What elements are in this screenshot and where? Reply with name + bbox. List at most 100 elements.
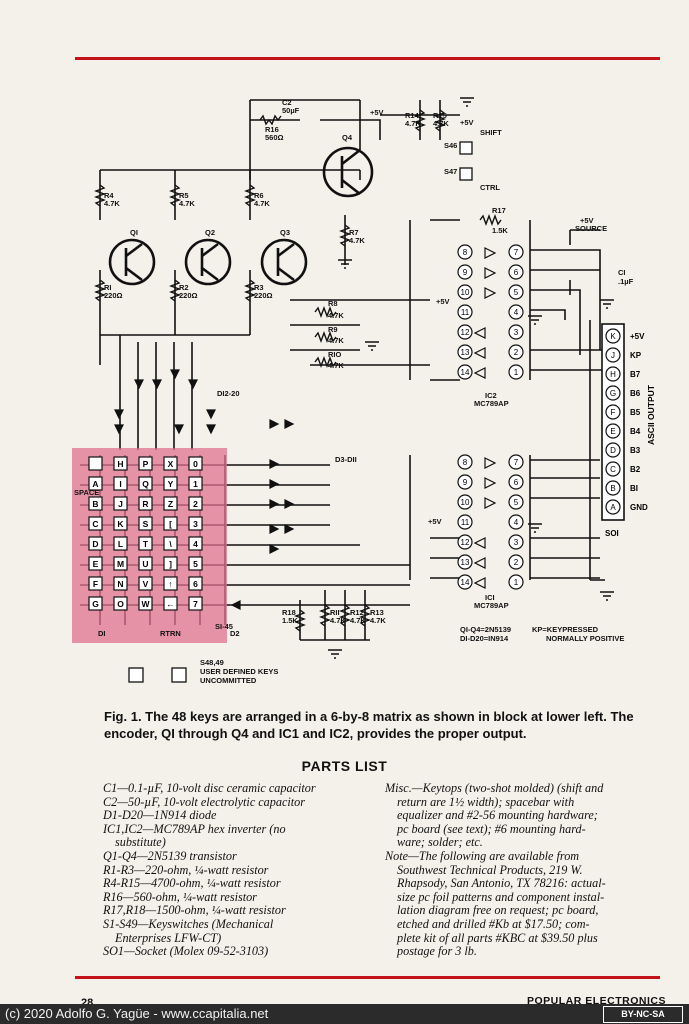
transistor-q2 bbox=[184, 238, 232, 286]
key-label: 3 bbox=[193, 519, 198, 529]
key-label: H bbox=[117, 459, 123, 469]
label-notes-line2: DI-D20=IN914 bbox=[460, 634, 509, 643]
key-label: G bbox=[92, 599, 99, 609]
label-q2: Q2 bbox=[205, 228, 215, 237]
label-space: SPACE bbox=[74, 488, 99, 497]
switch-icons bbox=[128, 141, 473, 683]
label-r10: RIO bbox=[328, 350, 342, 359]
label-r12: R12 bbox=[350, 608, 364, 617]
key-label: M bbox=[117, 559, 124, 569]
socket-label-b6: B6 bbox=[630, 389, 641, 398]
label-c1-value: .1µF bbox=[618, 277, 634, 286]
key-switch-icon bbox=[188, 516, 203, 531]
key-label: ↑ bbox=[168, 579, 172, 589]
top-rule bbox=[75, 57, 660, 60]
label-uncommitted: UNCOMMITTED bbox=[200, 676, 257, 685]
label-r13: R13 bbox=[370, 608, 384, 617]
s48-switch-icon bbox=[128, 667, 144, 683]
label-r14-value: 4.7K bbox=[405, 119, 421, 128]
credit-bar bbox=[0, 1004, 689, 1024]
key-label: ← bbox=[166, 599, 175, 609]
key-label: ] bbox=[169, 559, 172, 569]
s47-switch-icon bbox=[459, 167, 473, 181]
label-s47: S47 bbox=[444, 167, 457, 176]
credit-text[interactable]: (c) 2020 Adolfo G. Yagüe - www.ccapitali… bbox=[5, 1006, 269, 1021]
ic2-pin-14: 14 bbox=[461, 368, 470, 377]
socket-pin-e: E bbox=[610, 427, 615, 436]
socket-label-gnd: GND bbox=[630, 503, 648, 512]
ic2-pin-3: 3 bbox=[514, 328, 519, 337]
key-switch-icon bbox=[88, 496, 103, 511]
socket-pins: K J H G F E D C B A bbox=[605, 328, 621, 515]
label-r9-value: 4.7K bbox=[328, 336, 344, 345]
socket-label-b5: B5 bbox=[630, 408, 641, 417]
note-line: etched and drilled #Kb at $17.50; com- bbox=[397, 916, 590, 931]
misc-line: pc board (see text); #6 mounting hard- bbox=[397, 821, 586, 836]
key-switch-icon bbox=[188, 476, 203, 491]
key-label: Q bbox=[142, 479, 149, 489]
socket-pin-c: C bbox=[610, 465, 616, 474]
key-switch-icon bbox=[188, 556, 203, 571]
key-label: O bbox=[117, 599, 124, 609]
socket-label-b4: B4 bbox=[630, 427, 641, 436]
misc-line: equalizer and #2-56 mounting hardware; bbox=[397, 808, 598, 823]
parts-item: R4-R15—4700-ohm, ¼-watt resistor bbox=[103, 876, 281, 891]
parts-item: S1-S49—Keyswitches (Mechanical bbox=[103, 916, 274, 931]
key-switch-icon bbox=[138, 476, 153, 491]
label-r14: R14 bbox=[405, 111, 420, 120]
ic-inverters bbox=[473, 247, 497, 589]
key-switch-icon bbox=[88, 556, 103, 571]
key-switch-icon bbox=[188, 456, 203, 471]
ic1-pin-6: 6 bbox=[514, 478, 519, 487]
label-s48-49: S48,49 bbox=[200, 658, 224, 667]
label-notes-line1: QI-Q4=2N5139 bbox=[460, 625, 511, 634]
key-label: Z bbox=[168, 499, 173, 509]
parts-item: R16—560-ohm, ¼-watt resistor bbox=[103, 889, 257, 904]
label-r11-value: 4.7K bbox=[330, 616, 346, 625]
key-switch-icon bbox=[113, 496, 128, 511]
label-r3: R3 bbox=[254, 283, 264, 292]
socket-pin-d: D bbox=[610, 446, 616, 455]
label-r11: RII bbox=[330, 608, 340, 617]
key-switch-icon bbox=[138, 556, 153, 571]
s49-switch-icon bbox=[171, 667, 187, 683]
key-switch-icon bbox=[138, 496, 153, 511]
socket-pin-j: J bbox=[611, 351, 615, 360]
label-r12-value: 4.7K bbox=[350, 616, 366, 625]
key-label: D bbox=[92, 539, 98, 549]
key-switch-icon bbox=[113, 456, 128, 471]
label-d1: DI bbox=[98, 629, 106, 638]
key-switch-icon bbox=[163, 576, 178, 591]
label-source: SOURCE bbox=[575, 224, 607, 233]
label-d3-d11: D3-DII bbox=[335, 455, 357, 464]
label-r4-value: 4.7K bbox=[104, 199, 120, 208]
key-switch-icon bbox=[138, 516, 153, 531]
key-label: E bbox=[93, 559, 99, 569]
label-r1-value: 220Ω bbox=[104, 291, 123, 300]
key-label: R bbox=[142, 499, 148, 509]
parts-item-continued: Enterprises LFW-CT) bbox=[115, 930, 222, 945]
label-c1: CI bbox=[618, 268, 626, 277]
key-label: 1 bbox=[193, 479, 198, 489]
license-badge[interactable]: BY-NC-SA bbox=[603, 1006, 683, 1023]
label-r17: R17 bbox=[492, 206, 506, 215]
label-r6: R6 bbox=[254, 191, 264, 200]
key-switch-icon bbox=[163, 556, 178, 571]
ic1-pin-5: 5 bbox=[514, 498, 519, 507]
label-r15: R15 bbox=[433, 111, 447, 120]
note-line: postage for 3 lb. bbox=[397, 944, 477, 959]
parts-item: R17,R18—1500-ohm, ¼-watt resistor bbox=[103, 903, 286, 918]
key-switch-icon bbox=[88, 516, 103, 531]
ic2-pin-8: 8 bbox=[463, 248, 468, 257]
key-switch-icon bbox=[163, 596, 178, 611]
key-switch-icon bbox=[113, 536, 128, 551]
label-c2-value: 50µF bbox=[282, 106, 300, 115]
label-q3: Q3 bbox=[280, 228, 290, 237]
key-label: I bbox=[119, 479, 121, 489]
parts-item: Q1-Q4—2N5139 transistor bbox=[103, 848, 237, 863]
key-switch-icon bbox=[163, 516, 178, 531]
ascii-output-label: ASCII OUTPUT bbox=[646, 384, 656, 445]
label-ic2-part: MC789AP bbox=[474, 399, 509, 408]
key-switch-icon bbox=[163, 536, 178, 551]
label-kp-note-line1: KP=KEYPRESSED bbox=[532, 625, 599, 634]
